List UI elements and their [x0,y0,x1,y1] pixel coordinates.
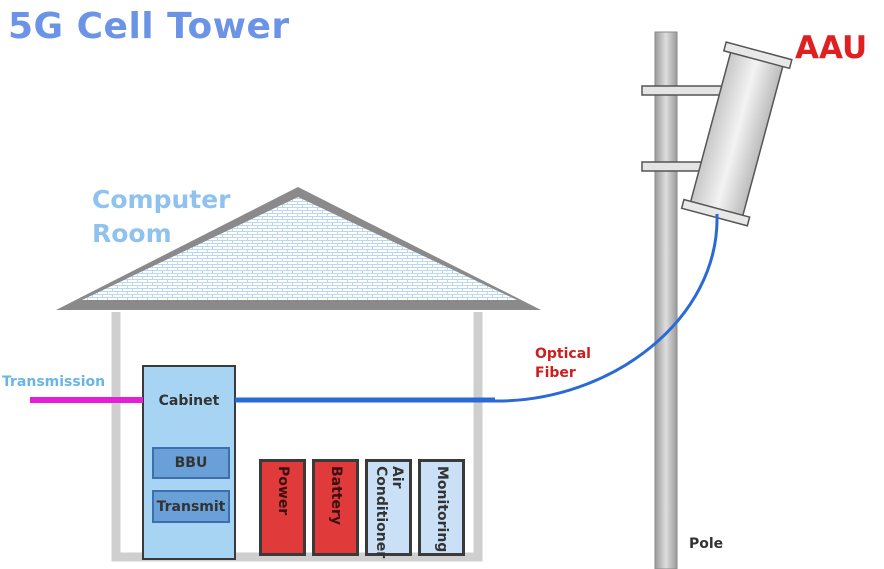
pole-label: Pole [689,536,724,552]
cabinet-label: Cabinet [158,393,220,409]
aau-antenna [680,41,793,227]
air-conditioner-label-line2: Conditioner [372,466,389,559]
power-unit: Power [259,459,306,556]
monitoring-unit-label: Monitoring [433,466,450,553]
optical-fiber-label-line1: Optical [535,346,591,362]
optical-fiber [494,213,719,403]
battery-unit: Battery [312,459,359,556]
power-unit-label: Power [274,466,291,516]
battery-unit-label: Battery [327,466,344,526]
computer-room-line2: Room [92,219,172,248]
computer-room-line1: Computer [92,185,231,214]
bbu-module: BBU [152,447,230,479]
mount-bracket-lower [641,161,708,172]
diagram-title: 5G Cell Tower [8,6,290,47]
transmit-module: Transmit [152,490,230,523]
optical-fiber-label: Optical Fiber [535,345,591,383]
optical-fiber-label-line2: Fiber [535,365,576,381]
monitoring-unit: Monitoring [418,459,465,556]
house-walls [111,312,483,562]
computer-room-label: Computer Room [92,183,231,251]
aau-label: AAU [795,30,868,66]
air-conditioner-label-line1: Air [388,466,405,489]
roof-pattern [82,197,517,300]
transmission-label: Transmission [2,374,106,390]
pole [654,31,678,569]
